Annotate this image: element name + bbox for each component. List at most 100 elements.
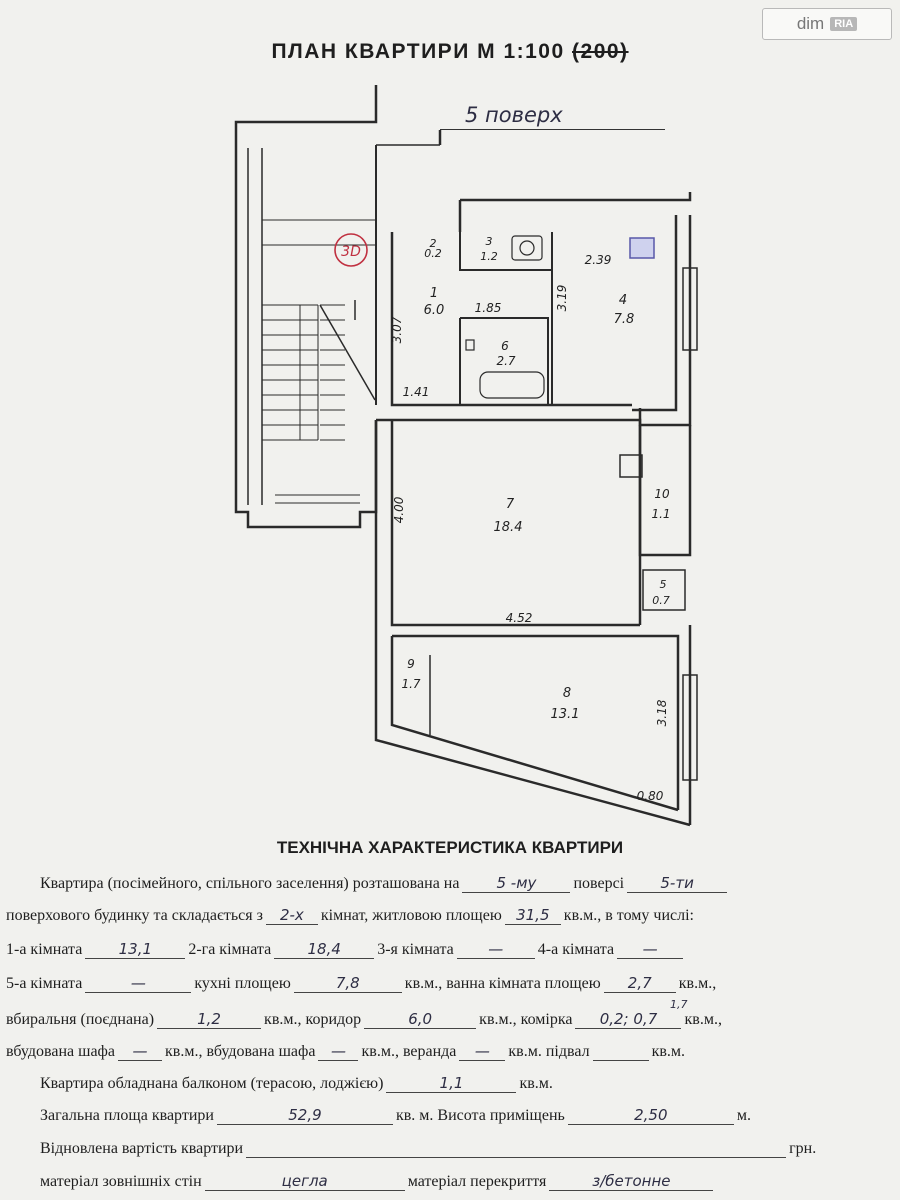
spec-total-floors-value: 5-ти: [627, 874, 728, 893]
room-5-number: 5: [660, 578, 667, 591]
room-9-area: 1.7: [401, 677, 420, 691]
spec-basement-value: [592, 1060, 649, 1061]
spec-line-8: Загальна площа квартири 52,9 кв. м. Висо…: [40, 1106, 890, 1125]
spec-l6-tail: кв.м.: [651, 1043, 686, 1060]
spec-closet-value: 0,2; 0,7 1,7: [575, 998, 687, 1029]
stairs: [262, 219, 376, 504]
room-labels: 1 6.0 2 0.2 3 1.2 4 7.8 5 0.7 6 2.7 7 18…: [401, 235, 670, 722]
spec-room1-value: 13,1: [85, 940, 186, 959]
spec-wardrobe1-label: вбудована шафа: [6, 1043, 116, 1060]
spec-line-9: Відновлена вартість квартири грн.: [40, 1140, 890, 1158]
dim-3-19: 3.19: [555, 285, 569, 312]
spec-l1-label: Квартира (посімейного, спільного заселен…: [40, 875, 460, 892]
spec-room1-label: 1-а кімната: [6, 941, 83, 958]
dim-3-07: 3.07: [390, 316, 404, 343]
spec-kitchen-value: 7,8: [293, 974, 402, 993]
dim-0-80: 0.80: [637, 789, 664, 803]
spec-line-6: вбудована шафа — кв.м., вбудована шафа —…: [6, 1042, 890, 1061]
spec-wardrobe1-value: —: [118, 1042, 163, 1061]
room-5-area: 0.7: [652, 594, 670, 607]
spec-living-area-value: 31,5: [504, 906, 561, 925]
spec-veranda-value: —: [459, 1042, 506, 1061]
spec-veranda-label: кв.м., веранда: [361, 1043, 457, 1060]
spec-closet-label: кв.м., комірка: [479, 1011, 573, 1028]
room-7-area: 18.4: [494, 520, 523, 535]
watermark-brand: dim: [796, 14, 825, 33]
spec-corridor-label: кв.м., коридор: [264, 1011, 362, 1028]
room-9-number: 9: [407, 657, 415, 671]
spec-l7-tail: кв.м.: [519, 1075, 553, 1092]
spec-line-4: 5-а кімната — кухні площею 7,8 кв.м., ва…: [6, 974, 890, 993]
spec-room2-value: 18,4: [274, 940, 375, 959]
spec-l9-tail: грн.: [789, 1140, 817, 1157]
plan-title-main: ПЛАН КВАРТИРИ М 1:100: [271, 40, 565, 63]
room-3-number: 3: [486, 235, 493, 248]
spec-corridor-value: 6,0: [364, 1010, 477, 1029]
spec-wc-value: 1,2: [157, 1010, 262, 1029]
spec-total-area-label: Загальна площа квартири: [40, 1107, 214, 1124]
floor-underline: [440, 129, 665, 130]
spec-l2-living-label: кімнат, житловою площею: [320, 907, 502, 924]
spec-wc-label: вбиральня (поєднана): [6, 1011, 155, 1028]
spec-line-5: вбиральня (поєднана) 1,2 кв.м., коридор …: [6, 998, 890, 1029]
spec-l4-tail: кв.м.,: [678, 975, 717, 992]
room-6-number: 6: [501, 339, 509, 353]
spec-line-10: матеріал зовнішніх стін цегла матеріал п…: [40, 1172, 890, 1191]
stove-icon: [629, 237, 655, 259]
spec-floor-material-label: матеріал перекриття: [407, 1173, 547, 1190]
spec-floor-material-value: з/бетонне: [549, 1172, 714, 1191]
spec-closet-sup: 1,7: [669, 998, 688, 1011]
dim-4-52: 4.52: [506, 611, 533, 625]
spec-balcony-label: Квартира обладнана балконом (терасою, ло…: [40, 1075, 384, 1092]
spec-room5-label: 5-а кімната: [6, 975, 83, 992]
spec-wardrobe2-value: —: [318, 1042, 359, 1061]
spec-total-area-value: 52,9: [216, 1106, 393, 1125]
room-7-number: 7: [506, 497, 515, 512]
stamp-text: 3D: [341, 244, 361, 260]
dim-4-00: 4.00: [392, 496, 406, 523]
room-8-number: 8: [563, 686, 571, 701]
spec-line-3: 1-а кімната 13,1 2-га кімната 18,4 3-я к…: [6, 940, 890, 959]
spec-room3-value: —: [456, 940, 535, 959]
stamp-circle: [334, 233, 368, 267]
spec-rooms-count-value: 2-х: [265, 906, 318, 925]
plan-title: ПЛАН КВАРТИРИ М 1:100 (200): [0, 40, 900, 64]
room-1-area: 6.0: [424, 303, 445, 318]
room-10-number: 10: [654, 487, 670, 501]
spec-room5-value: —: [85, 974, 192, 993]
dimension-labels: 3.07 1.41 1.85 3.19 2.39 4.00 4.52 3.18 …: [390, 253, 669, 803]
room-8-area: 13.1: [551, 707, 580, 722]
room-4-area: 7.8: [614, 312, 635, 327]
spec-l2-label: поверхового будинку та складається з: [6, 907, 263, 924]
room-6-area: 2.7: [496, 354, 515, 368]
room-2-area: 0.2: [424, 247, 442, 260]
spec-wall-material-label: матеріал зовнішніх стін: [40, 1173, 202, 1190]
fixtures: [465, 235, 545, 399]
spec-room4-value: —: [617, 940, 684, 959]
plan-title-struck: (200): [572, 40, 629, 63]
spec-bath-value: 2,7: [603, 974, 676, 993]
room-4-number: 4: [619, 293, 627, 308]
spec-floor-value: 5 -му: [462, 874, 571, 893]
room-3-area: 1.2: [480, 250, 498, 263]
floor-label: 5 поверх: [465, 103, 563, 127]
dim-2-39: 2.39: [585, 253, 612, 267]
dim-1-85: 1.85: [475, 301, 502, 315]
spec-l8-tail: м.: [736, 1107, 751, 1124]
dim-1-41: 1.41: [403, 385, 430, 399]
spec-kitchen-label: кухні площею: [194, 975, 291, 992]
spec-room2-label: 2-га кімната: [188, 941, 272, 958]
spec-l1-floor-label: поверсі: [573, 875, 625, 892]
spec-balcony-value: 1,1: [386, 1074, 517, 1093]
spec-wardrobe2-label: кв.м., вбудована шафа: [165, 1043, 316, 1060]
spec-height-label: кв. м. Висота приміщень: [395, 1107, 565, 1124]
spec-basement-label: кв.м. підвал: [508, 1043, 590, 1060]
room-2-number: 2: [430, 237, 437, 250]
floor-plan: 3D 1 6.0 2 0.2 3 1.2 4 7.8 5 0.7 6 2.7 7…: [234, 85, 698, 827]
spec-room3-label: 3-я кімната: [377, 941, 454, 958]
spec-line-1: Квартира (посімейного, спільного заселен…: [40, 874, 890, 893]
spec-l2-tail: кв.м., в тому числі:: [563, 907, 694, 924]
room-10-area: 1.1: [651, 507, 670, 521]
spec-cost-value: [246, 1157, 787, 1158]
spec-room4-label: 4-а кімната: [537, 941, 615, 958]
